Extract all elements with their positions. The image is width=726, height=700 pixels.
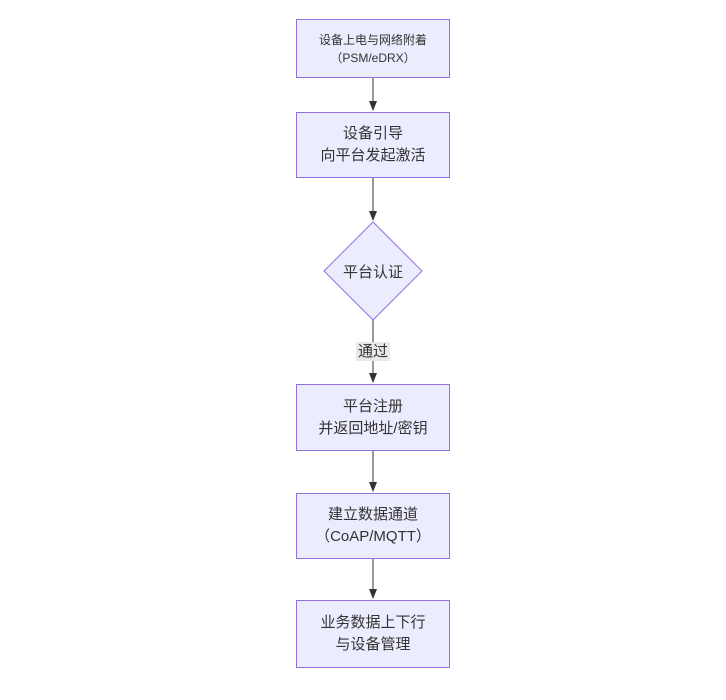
node-line: 平台认证 <box>342 263 403 281</box>
edge-label-pass: 通过 <box>355 342 391 361</box>
node-platform-auth-decision: 平台认证 <box>323 221 423 321</box>
node-business-data: 业务数据上下行 与设备管理 <box>296 600 450 668</box>
node-line: 向平台发起激活 <box>320 147 426 164</box>
node-line: 建立数据通道 <box>327 506 418 523</box>
node-line: 设备引导 <box>342 125 403 142</box>
node-platform-register: 平台注册 并返回地址/密钥 <box>296 384 450 451</box>
node-line: （PSM/eDRX） <box>330 50 416 65</box>
node-line: 设备上电与网络附着 <box>318 32 427 47</box>
node-line: 平台注册 <box>342 397 403 415</box>
node-device-bootstrap: 设备引导 向平台发起激活 <box>296 112 450 178</box>
node-line: 业务数据上下行 <box>320 614 426 631</box>
node-line: 并返回地址/密钥 <box>318 419 428 437</box>
node-line: （CoAP/MQTT） <box>315 528 431 545</box>
diamond-shape <box>323 221 423 321</box>
node-data-channel: 建立数据通道 （CoAP/MQTT） <box>296 493 450 559</box>
node-device-power-on: 设备上电与网络附着 （PSM/eDRX） <box>296 19 450 78</box>
node-line: 与设备管理 <box>335 636 411 653</box>
